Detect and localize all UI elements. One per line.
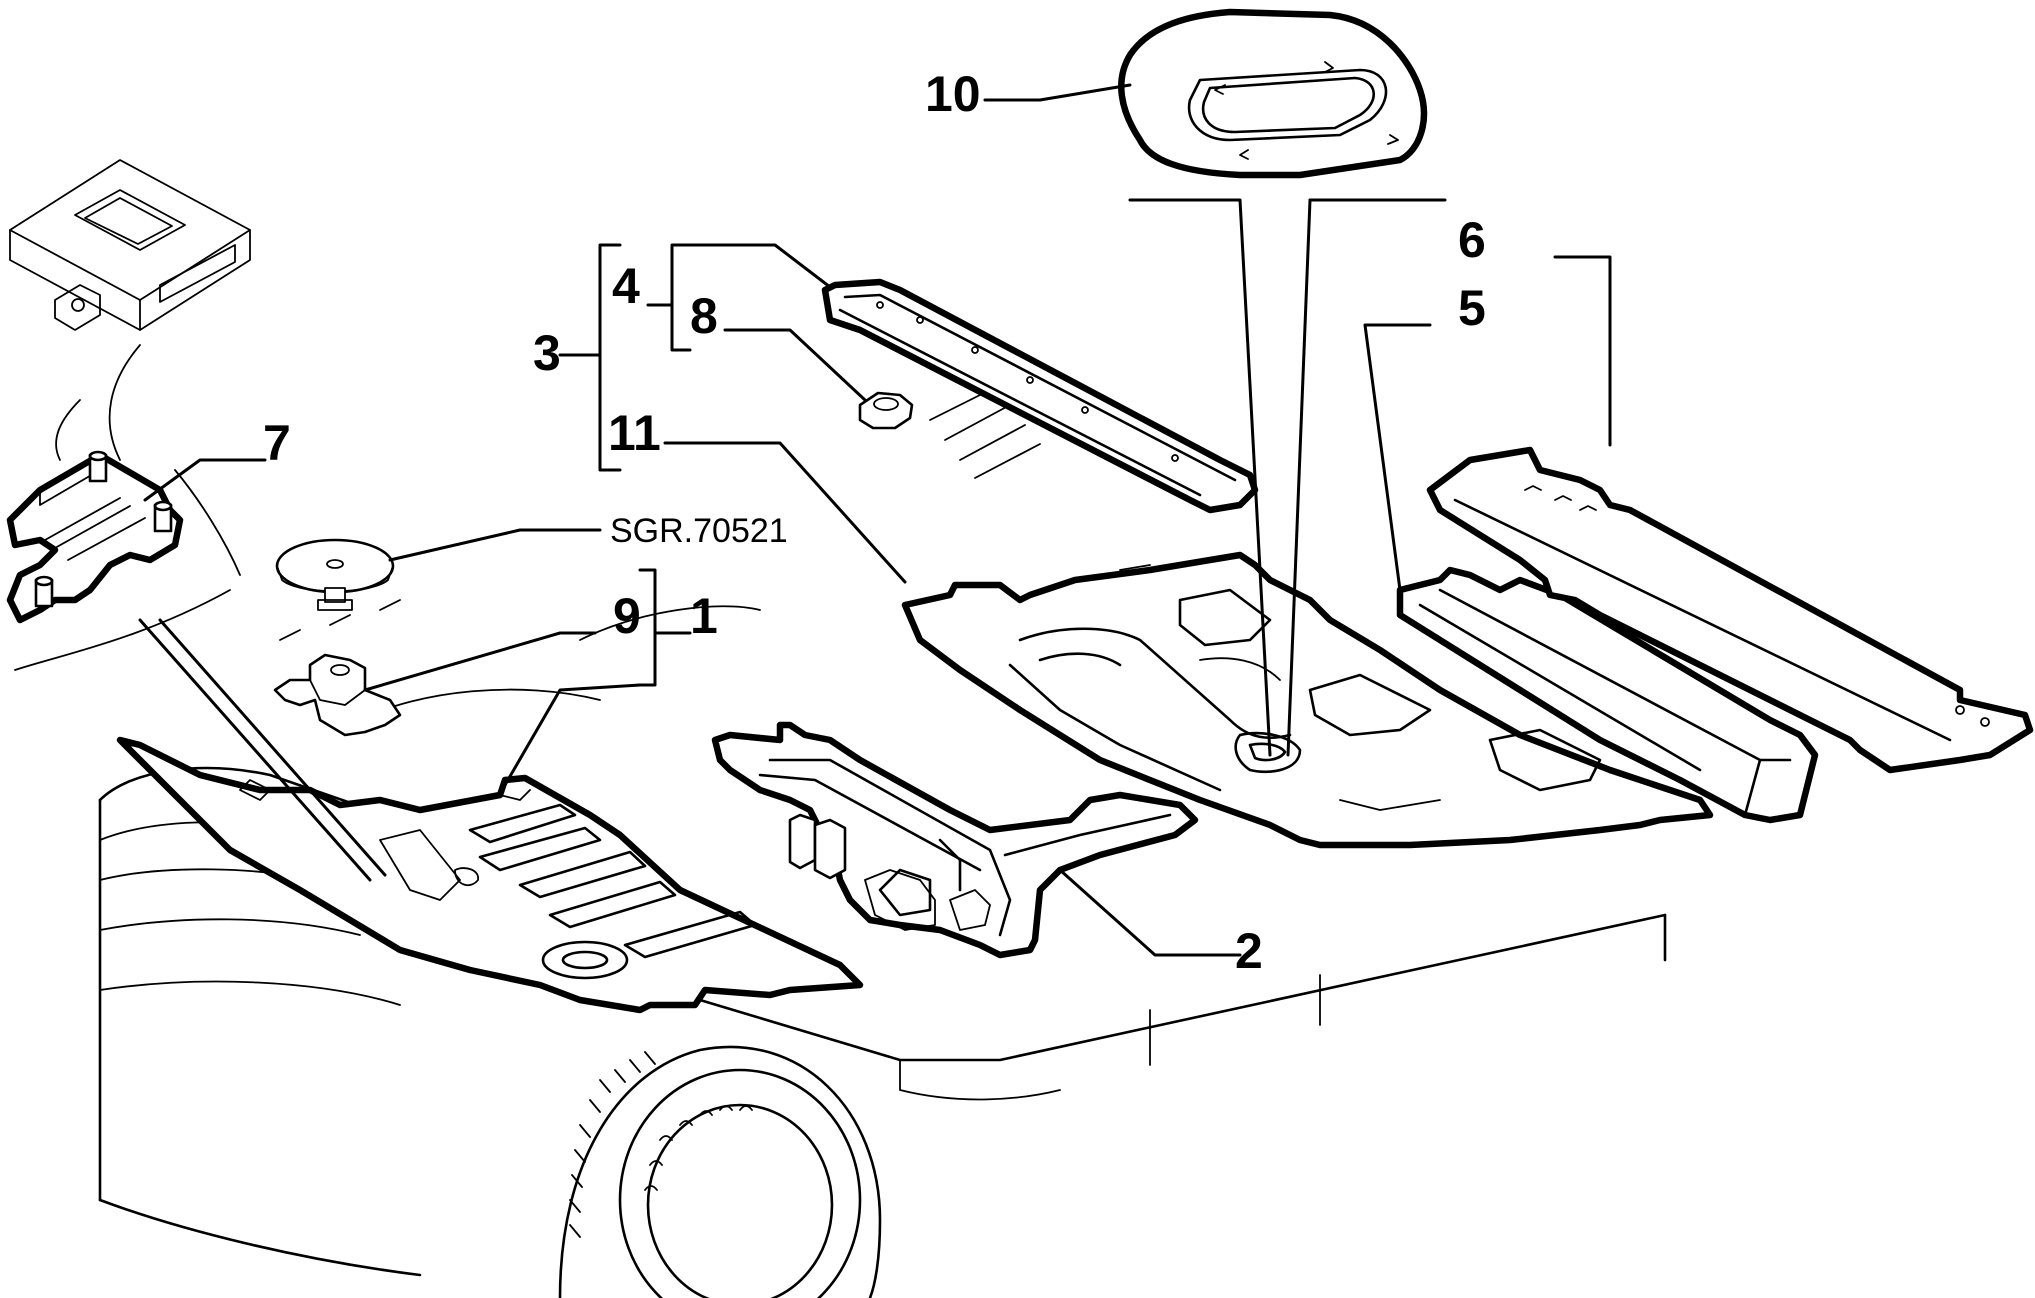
callout-11: 11 — [608, 405, 661, 461]
callout-6: 6 — [1458, 212, 1486, 268]
part-6-outer-sill — [1426, 446, 2034, 774]
reference-code: SGR.70521 — [610, 512, 788, 550]
callout-2: 2 — [1235, 923, 1263, 979]
control-unit-box — [9, 159, 251, 331]
car-body-outline — [14, 344, 1667, 1277]
callout-labels: 10 6 5 4 8 3 11 7 SGR.70521 9 1 2 — [263, 66, 1486, 979]
callout-5: 5 — [1458, 280, 1486, 336]
front-wheel — [558, 1045, 882, 1298]
part-11-main-floor-pan — [901, 551, 1714, 849]
part-7-bracket — [6, 450, 184, 624]
leader-lines — [138, 83, 1612, 957]
part-10-grommet-plate — [1118, 8, 1428, 179]
part-5-sill — [1396, 566, 1819, 824]
callout-1: 1 — [690, 588, 718, 644]
callout-9: 9 — [613, 588, 641, 644]
part-9-clip — [273, 653, 402, 737]
callout-7: 7 — [263, 415, 291, 471]
callout-4: 4 — [612, 258, 640, 314]
callout-3: 3 — [533, 325, 561, 381]
disc-washer — [275, 538, 395, 611]
callout-8: 8 — [690, 288, 718, 344]
part-2-crossmember — [711, 721, 1199, 959]
part-8-nut — [858, 391, 914, 430]
callout-10: 10 — [925, 66, 981, 122]
